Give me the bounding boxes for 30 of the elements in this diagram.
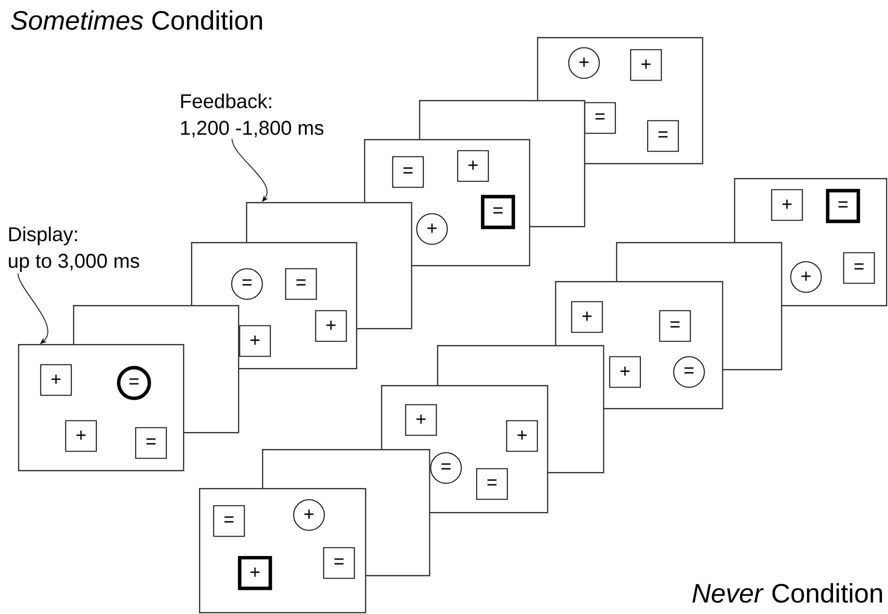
stimulus-square: + bbox=[506, 420, 538, 452]
stimulus-square: + bbox=[571, 301, 603, 333]
stimulus-square: + bbox=[630, 49, 662, 81]
highlighted-stimulus-square: = bbox=[480, 194, 516, 230]
stimulus-square: + bbox=[609, 356, 641, 388]
curved-arrow bbox=[232, 138, 268, 202]
stimulus-square: + bbox=[65, 420, 97, 452]
condition-heading: Sometimes Condition bbox=[11, 10, 262, 30]
stimulus-square: + bbox=[315, 310, 347, 342]
stimulus-square: = bbox=[323, 547, 355, 579]
curved-arrow bbox=[18, 273, 48, 344]
stimulus-square: + bbox=[239, 325, 271, 357]
stimulus-square: = bbox=[392, 156, 424, 188]
stimulus-square: = bbox=[476, 468, 508, 500]
stimulus-square: = bbox=[843, 252, 875, 284]
condition-heading: Never Condition bbox=[692, 583, 882, 603]
stimulus-square: + bbox=[771, 189, 803, 221]
stimulus-square: + bbox=[405, 404, 437, 436]
stimulus-square: + bbox=[457, 150, 489, 182]
stimulus-square: = bbox=[659, 310, 691, 342]
highlighted-stimulus-square: + bbox=[238, 556, 272, 590]
highlighted-stimulus-square: = bbox=[826, 188, 860, 224]
stimulus-square: = bbox=[135, 427, 167, 459]
timing-label: Feedback: 1,200 -1,800 ms bbox=[181, 94, 324, 138]
stimulus-square: + bbox=[40, 364, 72, 396]
timing-label: Display: up to 3,000 ms bbox=[8, 226, 140, 272]
stimulus-square: = bbox=[584, 102, 616, 134]
stimulus-square: = bbox=[213, 505, 245, 537]
stimulus-square: = bbox=[285, 268, 317, 300]
stimulus-square: = bbox=[647, 120, 679, 152]
